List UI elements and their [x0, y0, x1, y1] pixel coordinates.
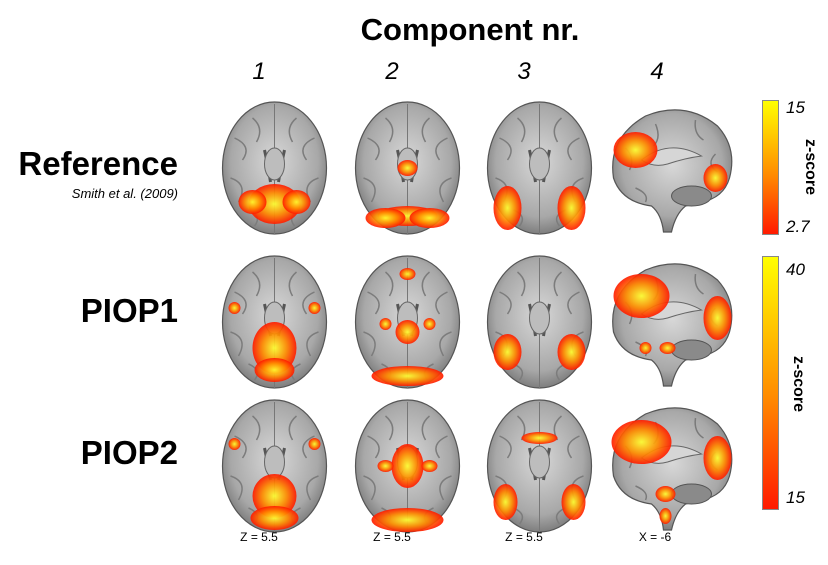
row-citation: Smith et al. (2009): [71, 186, 178, 201]
brain-panel-r1-c3: [486, 101, 593, 235]
colorbar-reference-min: 2.7: [786, 217, 810, 236]
column-label-4: 4: [650, 58, 664, 85]
colorbar-reference: [762, 100, 779, 235]
activation-map: [493, 432, 586, 520]
activation-map: [493, 186, 586, 230]
activation-map: [611, 420, 732, 524]
activation-map: [613, 274, 732, 354]
colorbar-data-min: 15: [786, 488, 805, 507]
activation-map: [493, 334, 586, 370]
activation-map: [238, 184, 311, 224]
activation-map: [228, 302, 321, 382]
coordinate-label-3: Z = 5.5: [505, 530, 543, 544]
activation-map: [228, 438, 321, 530]
colorbar-data: [762, 256, 779, 510]
coordinate-label-2: Z = 5.5: [373, 530, 411, 544]
row-label-reference: Reference: [18, 145, 178, 182]
brain-panel-r2-c1: [221, 255, 328, 389]
colorbar-data-label: z-score: [790, 355, 807, 413]
brain-panel-r3-c2: [354, 399, 461, 533]
activation-map: [613, 132, 728, 192]
column-label-3: 3: [517, 58, 531, 85]
brain-panel-r2-c4: [612, 263, 733, 387]
figure-title: Component nr.: [360, 12, 580, 47]
brain-panel-r3-c3: [486, 399, 593, 533]
brain-panel-r2-c2: [354, 255, 461, 389]
colorbar-data-max: 40: [786, 260, 805, 279]
brain-panel-r2-c3: [486, 255, 593, 389]
row-label-piop2: PIOP2: [80, 434, 178, 471]
column-label-2: 2: [385, 58, 399, 85]
brain-panel-r3-c4: [611, 407, 733, 531]
activation-map: [365, 160, 450, 228]
brain-panel-r1-c1: [221, 101, 328, 235]
column-label-1: 1: [252, 58, 266, 85]
activation-map: [371, 444, 444, 532]
row-label-piop1: PIOP1: [80, 292, 178, 329]
colorbar-reference-label: z-score: [802, 138, 819, 196]
coordinate-label-1: Z = 5.5: [240, 530, 278, 544]
brain-panel-r1-c2: [354, 101, 461, 235]
activation-map: [371, 268, 444, 386]
brain-panel-r1-c4: [612, 109, 733, 233]
coordinate-label-4: X = -6: [638, 530, 672, 544]
brain-panel-r3-c1: [221, 399, 328, 533]
colorbar-reference-max: 15: [786, 98, 805, 117]
